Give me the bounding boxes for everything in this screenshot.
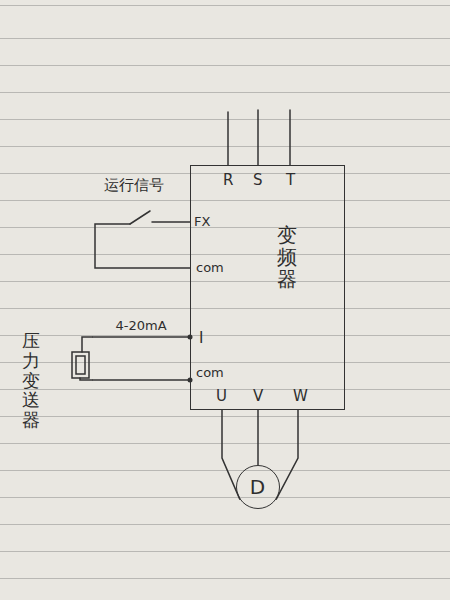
terminal-label: S bbox=[253, 173, 263, 188]
terminal-label: W bbox=[293, 389, 308, 404]
terminal-label: T bbox=[286, 173, 295, 188]
wire-connector bbox=[92, 379, 190, 381]
power-line bbox=[257, 110, 259, 165]
wire-connector bbox=[257, 410, 259, 465]
switch-wire bbox=[152, 221, 190, 223]
transmitter-symbol bbox=[76, 356, 85, 374]
switch-wire bbox=[95, 224, 190, 268]
wire-connector bbox=[222, 410, 240, 500]
terminal-label: R bbox=[223, 173, 233, 188]
terminal-label: com bbox=[196, 261, 224, 274]
terminal-label: I bbox=[199, 331, 203, 346]
com-wire bbox=[80, 378, 92, 380]
terminal-label: V bbox=[253, 389, 263, 404]
terminal-label: com bbox=[196, 366, 224, 379]
node-text: 压力变送器 bbox=[22, 331, 40, 430]
terminal-label: FX bbox=[194, 215, 210, 228]
signal-label: 运行信号 bbox=[104, 178, 164, 193]
transmitter-node: 压力变送器 bbox=[20, 327, 92, 447]
signal-wire bbox=[82, 337, 92, 352]
edge-label: 4-20mA bbox=[115, 319, 166, 332]
power-line bbox=[227, 112, 229, 165]
node-text: 变频器 bbox=[277, 224, 297, 290]
motor-circle: D bbox=[236, 465, 280, 509]
switch-blade bbox=[130, 211, 150, 224]
wire-connector bbox=[92, 336, 190, 338]
node-text: D bbox=[250, 477, 265, 497]
power-line bbox=[289, 110, 291, 165]
terminal-label: U bbox=[216, 389, 227, 404]
transmitter-symbol bbox=[72, 352, 89, 378]
